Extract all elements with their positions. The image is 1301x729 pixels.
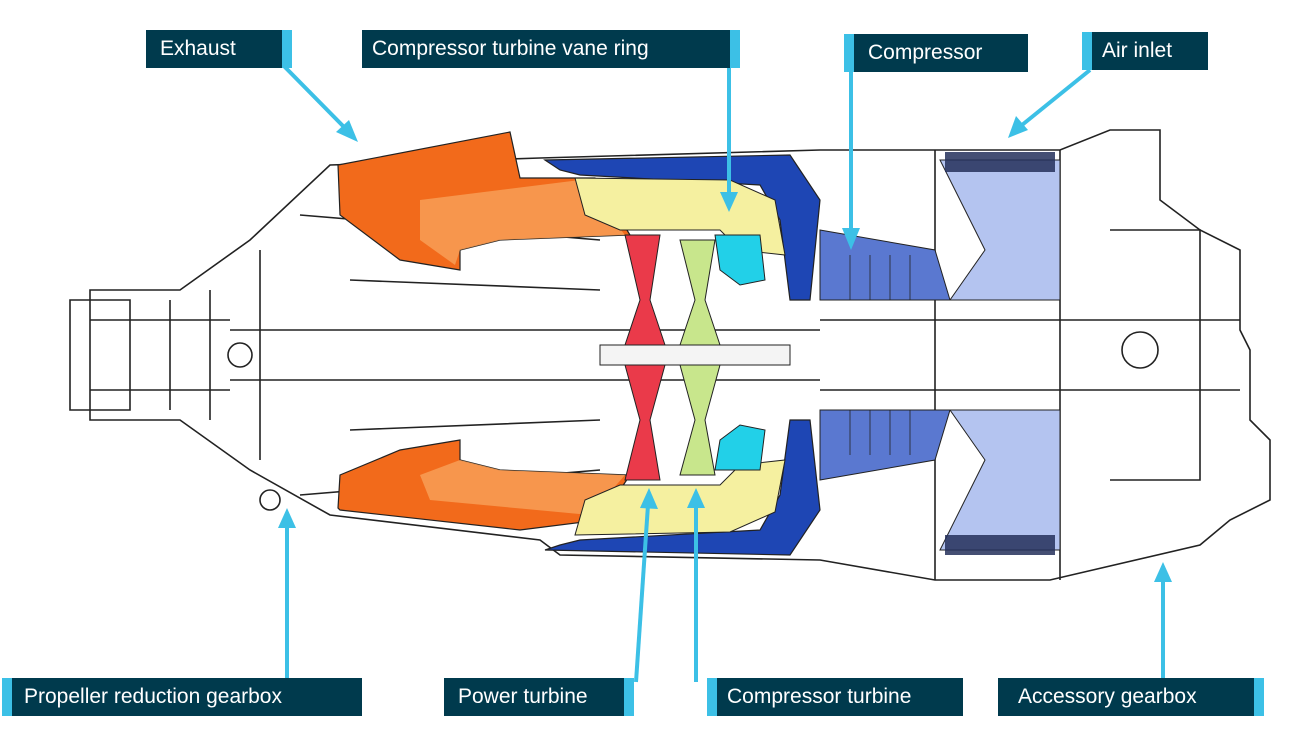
inlet-screen-bottom <box>945 535 1055 555</box>
pointer-arrows <box>276 58 1172 683</box>
inlet-top <box>939 159 1061 301</box>
label-propeller-gearbox-text: Propeller reduction gearbox <box>24 685 282 708</box>
arrowhead-air-inlet <box>1008 116 1028 138</box>
arrowhead-accessory-gearbox <box>1154 562 1172 582</box>
arrowhead-compressor-turbine <box>687 488 705 508</box>
label-exhaust: Exhaust <box>146 30 292 68</box>
combustor-case-top <box>543 154 821 301</box>
label-exhaust-text: Exhaust <box>160 37 236 60</box>
label-air-inlet-tab <box>1082 32 1092 70</box>
label-power-turbine-text: Power turbine <box>458 685 588 708</box>
arrow-power-turbine <box>634 504 650 683</box>
exhaust-duct-top-light <box>420 180 625 265</box>
arrowhead-propeller-gearbox <box>278 508 296 528</box>
label-power-turbine-tab <box>624 678 634 716</box>
compressor-bottom <box>819 409 951 481</box>
combustor-case-bottom <box>544 419 821 556</box>
arrow-exhaust <box>276 58 347 130</box>
label-vane-ring-tab <box>730 30 740 68</box>
label-compressor-turbine: Compressor turbine <box>707 678 963 716</box>
arrow-air-inlet <box>1020 68 1092 127</box>
label-compressor: Compressor <box>844 34 1028 72</box>
label-accessory-gearbox-tab <box>1254 678 1264 716</box>
power-turbine-bottom <box>624 364 666 481</box>
label-vane-ring: Compressor turbine vane ring <box>362 30 740 68</box>
label-accessory-gearbox: Accessory gearbox <box>998 678 1264 716</box>
compressor-turbine-bottom <box>679 364 721 476</box>
label-accessory-gearbox-text: Accessory gearbox <box>1018 685 1197 708</box>
inlet-screen-top <box>945 152 1055 172</box>
label-air-inlet-text: Air inlet <box>1102 39 1173 62</box>
label-compressor-tab <box>844 34 854 72</box>
arrowhead-compressor <box>842 228 860 250</box>
label-propeller-gearbox: Propeller reduction gearbox <box>2 678 362 716</box>
inlet-bottom <box>939 409 1061 551</box>
compressor-turbine-top <box>679 239 721 346</box>
label-power-turbine: Power turbine <box>444 678 634 716</box>
combustor-liner-bottom <box>574 459 786 536</box>
label-vane-ring-text: Compressor turbine vane ring <box>372 37 649 60</box>
turbine-shaft <box>599 344 791 366</box>
compressor-top <box>819 229 951 301</box>
arrowhead-power-turbine <box>640 488 658 509</box>
arrowhead-exhaust <box>336 120 358 142</box>
vane-ring-top <box>714 234 766 286</box>
compressor-section <box>819 152 1061 555</box>
label-exhaust-tab <box>282 30 292 68</box>
label-compressor-text: Compressor <box>868 41 983 64</box>
label-compressor-turbine-text: Compressor turbine <box>727 685 912 708</box>
exhaust-section <box>337 131 632 531</box>
power-turbine-top <box>624 234 666 346</box>
turbine-section <box>599 234 791 481</box>
arrowhead-vane-ring <box>720 192 738 212</box>
vane-ring-bottom <box>714 424 766 471</box>
exhaust-duct-bottom-light <box>420 460 625 515</box>
label-propeller-gearbox-tab <box>2 678 12 716</box>
label-air-inlet: Air inlet <box>1082 32 1208 70</box>
label-compressor-turbine-tab <box>707 678 717 716</box>
